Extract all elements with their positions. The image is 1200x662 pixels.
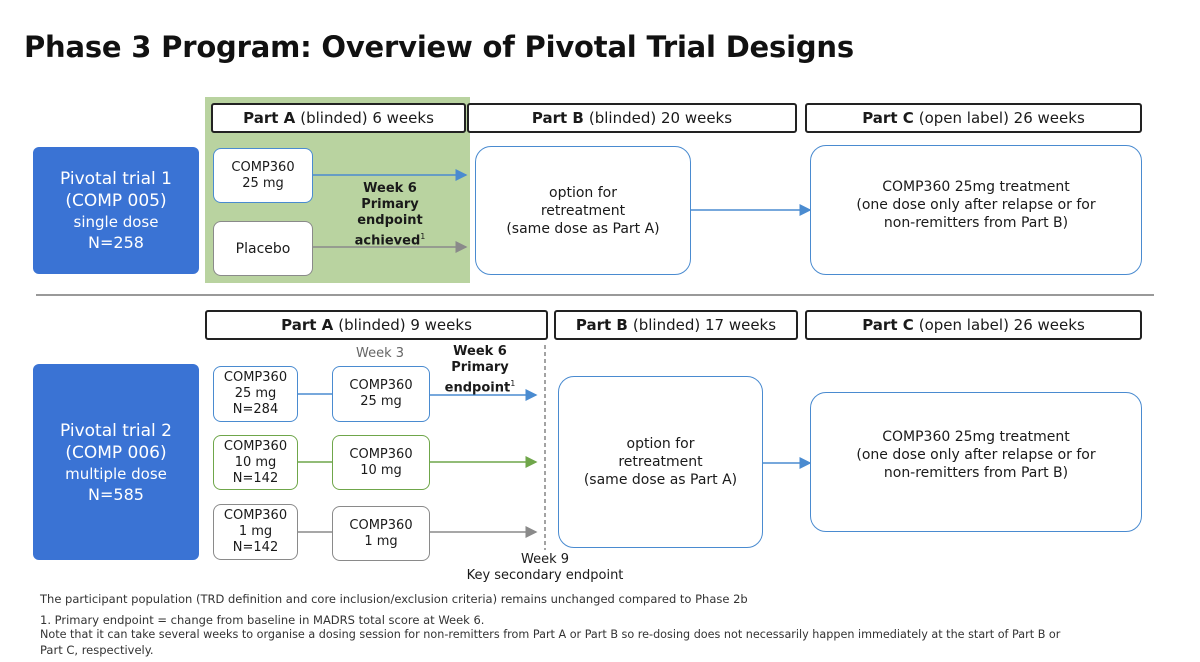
- trial1-name: Pivotal trial 1: [59, 169, 172, 189]
- t2-second-dose-25mg: COMP360 25 mg: [332, 366, 430, 422]
- t2-part-a-rest: (blinded) 9 weeks: [338, 316, 472, 334]
- t1-retreat-line2: retreatment: [540, 202, 626, 219]
- t2-retreat-line3: (same dose as Part A): [583, 472, 738, 488]
- t2-endpoint-label: Week 6 Primary endpoint1: [435, 344, 525, 396]
- t2-second-dose-1mg: COMP360 1 mg: [332, 506, 430, 561]
- t1-arm1-line2: 25 mg: [242, 175, 284, 191]
- t2-arm1-line3: N=284: [232, 402, 279, 417]
- t2-retreat-line1: option for: [626, 436, 695, 452]
- t1-part-c-header: Part C(open label) 26 weeks: [805, 103, 1142, 133]
- t2-arm1-line2: 25 mg: [234, 386, 277, 401]
- trial1-dosing: single dose: [73, 213, 159, 231]
- t2-dose2-line1: COMP360: [349, 446, 413, 462]
- t1-treatment-box: COMP360 25mg treatment (one dose only af…: [810, 145, 1142, 275]
- t2-arm3-line1: COMP360: [223, 508, 288, 523]
- t1-endpoint-line1: Week 6: [363, 181, 417, 196]
- t1-part-c-rest: (open label) 26 weeks: [918, 109, 1085, 127]
- t1-endpoint-line3: endpoint: [357, 213, 423, 228]
- t2-treatment-line1: COMP360 25mg treatment: [882, 429, 1070, 445]
- t1-endpoint-line4: achieved: [354, 233, 421, 249]
- t2-arm3-line2: 1 mg: [238, 524, 273, 539]
- t2-part-c-bold: Part C: [862, 316, 914, 334]
- t2-endpoint-footnote: 1: [510, 379, 516, 388]
- population-note: The participant population (TRD definiti…: [40, 592, 748, 606]
- t2-arm-10mg: COMP360 10 mg N=142: [213, 435, 298, 490]
- t2-treatment-line2: (one dose only after relapse or for: [856, 447, 1096, 463]
- week3-label: Week 3: [355, 346, 405, 361]
- t2-endpoint-line2: Primary: [451, 360, 509, 375]
- t1-arm-placebo: Placebo: [213, 221, 313, 276]
- t1-retreatment-box: option for retreatment (same dose as Par…: [475, 146, 691, 275]
- trial2-code: (COMP 006): [65, 442, 167, 463]
- t1-treatment-line1: COMP360 25mg treatment: [882, 179, 1070, 195]
- t1-treatment-line3: non-remitters from Part B): [883, 215, 1069, 231]
- footnote-1: 1. Primary endpoint = change from baseli…: [40, 613, 485, 627]
- t2-dose3-line2: 1 mg: [364, 533, 398, 549]
- trial2-n: N=585: [88, 484, 144, 504]
- week9-line2: Key secondary endpoint: [466, 568, 624, 583]
- t1-part-a-bold: Part A: [243, 109, 296, 127]
- t1-endpoint-footnote: 1: [420, 232, 426, 241]
- t1-retreat-line3: (same dose as Part A): [506, 220, 660, 237]
- page-title: Phase 3 Program: Overview of Pivotal Tri…: [24, 30, 854, 64]
- t2-arm2-line1: COMP360: [223, 438, 288, 454]
- t1-endpoint-label: Week 6 Primary endpoint achieved1: [340, 181, 440, 249]
- t1-part-a-header: Part A(blinded) 6 weeks: [211, 103, 466, 133]
- t2-arm2-line3: N=142: [232, 470, 279, 486]
- t1-arm-comp360: COMP360 25 mg: [213, 148, 313, 203]
- t2-retreatment-box: option for retreatment (same dose as Par…: [558, 376, 763, 548]
- t1-treatment-line2: (one dose only after relapse or for: [856, 197, 1096, 213]
- t2-treatment-line3: non-remitters from Part B): [883, 465, 1069, 481]
- t1-retreat-line1: option for: [549, 184, 617, 201]
- trial1-n: N=258: [88, 233, 144, 252]
- t1-part-b-rest: (blinded) 20 weeks: [588, 109, 733, 127]
- trial1-code: (COMP 005): [65, 191, 167, 211]
- t2-part-a-header: Part A(blinded) 9 weeks: [205, 310, 548, 340]
- t2-endpoint-line3: endpoint: [444, 380, 511, 396]
- t1-arm1-line1: COMP360: [231, 159, 295, 175]
- t2-part-c-rest: (open label) 26 weeks: [918, 316, 1085, 334]
- t2-retreat-line2: retreatment: [618, 454, 703, 470]
- week9-line1: Week 9: [520, 552, 570, 567]
- t2-dose3-line1: COMP360: [349, 517, 413, 533]
- t1-part-a-rest: (blinded) 6 weeks: [300, 109, 434, 127]
- t2-dose1-line1: COMP360: [349, 378, 413, 393]
- t2-arm1-line1: COMP360: [223, 370, 288, 385]
- t2-part-a-bold: Part A: [281, 316, 334, 334]
- t2-second-dose-10mg: COMP360 10 mg: [332, 435, 430, 490]
- trial2-box: Pivotal trial 2 (COMP 006) multiple dose…: [33, 364, 199, 560]
- t2-dose2-line2: 10 mg: [360, 462, 402, 478]
- t1-part-b-header: Part B(blinded) 20 weeks: [467, 103, 797, 133]
- t2-part-b-bold: Part B: [575, 316, 628, 334]
- t2-endpoint-line1: Week 6: [453, 344, 507, 359]
- t2-arm-1mg: COMP360 1 mg N=142: [213, 504, 298, 560]
- t1-part-b-bold: Part B: [531, 109, 584, 127]
- week9-label: Week 9 Key secondary endpoint: [455, 552, 635, 584]
- t2-part-b-rest: (blinded) 17 weeks: [632, 316, 777, 334]
- t1-part-c-bold: Part C: [862, 109, 914, 127]
- trial1-box: Pivotal trial 1 (COMP 005) single dose N…: [33, 147, 199, 274]
- t2-part-c-header: Part C(open label) 26 weeks: [805, 310, 1142, 340]
- t2-dose1-line2: 25 mg: [360, 394, 402, 409]
- t2-arm-25mg: COMP360 25 mg N=284: [213, 366, 298, 422]
- footnote-2: Note that it can take several weeks to o…: [40, 628, 1061, 641]
- trial2-name: Pivotal trial 2: [59, 420, 172, 441]
- t2-arm2-line2: 10 mg: [234, 454, 277, 470]
- trial2-dosing: multiple dose: [65, 464, 167, 483]
- t2-arm3-line3: N=142: [232, 540, 279, 555]
- t1-endpoint-line2: Primary: [361, 197, 419, 212]
- t2-part-b-header: Part B(blinded) 17 weeks: [554, 310, 798, 340]
- t2-treatment-box: COMP360 25mg treatment (one dose only af…: [810, 392, 1142, 532]
- footnote-3: Part C, respectively.: [40, 643, 154, 657]
- t1-arm2-line1: Placebo: [235, 240, 291, 257]
